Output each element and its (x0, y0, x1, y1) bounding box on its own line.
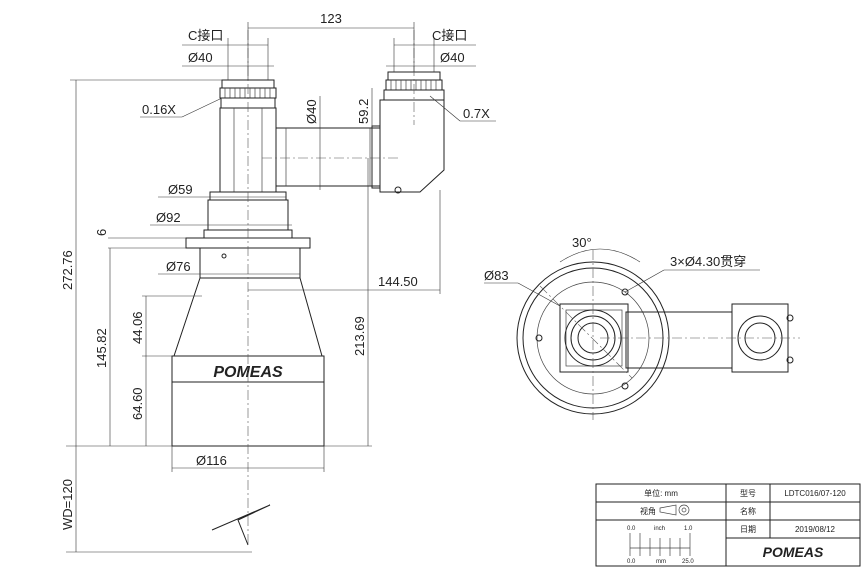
dia92-label: Ø92 (156, 210, 181, 225)
left-knurl-lines (224, 88, 271, 98)
top-arm (625, 311, 733, 369)
dimensions: 123 C接口 Ø40 C接口 Ø40 0.16X 0.7X Ø40 59.2 … (60, 11, 496, 553)
projection-symbol-icon (659, 504, 690, 516)
scale-top-0: 0.0 (627, 526, 636, 532)
dim-64-60: 64.60 (130, 387, 145, 420)
scale-top-1: 1.0 (684, 526, 693, 532)
outer-circle (516, 261, 670, 415)
holes-label: 3×Ø4.30贯穿 (670, 254, 746, 269)
wd-label: WD=120 (60, 479, 75, 530)
wd-zigzag (211, 504, 271, 546)
c-mount-left-label: C接口 (188, 28, 223, 43)
mag-016x-label: 0.16X (142, 102, 176, 117)
dia116-label: Ø116 (196, 453, 227, 468)
hole-2 (621, 382, 629, 390)
dia40-right-label: Ø40 (440, 50, 465, 65)
top-square (559, 303, 629, 373)
dia83-label: Ø83 (484, 268, 509, 283)
top-view: 30° 3×Ø4.30贯穿 Ø83 (484, 235, 800, 420)
dim-6: 6 (94, 229, 109, 236)
horizontal-tube (275, 127, 381, 187)
scale-bot-0: 0.0 (627, 559, 636, 565)
dim-44-06: 44.06 (130, 311, 145, 344)
date-value: 2019/08/12 (795, 525, 836, 534)
scale-bot-unit: mm (656, 559, 666, 565)
c-mount-right-label: C接口 (432, 28, 467, 43)
hole-1 (621, 288, 629, 296)
dia76-label: Ø76 (166, 259, 191, 274)
dim-145-82: 145.82 (94, 328, 109, 368)
dia40-left-label: Ø40 (188, 50, 213, 65)
dia76-section (199, 247, 301, 279)
right-prism-body (379, 99, 445, 193)
model-value: LDTC016/07-120 (784, 489, 846, 498)
hole-3 (535, 334, 543, 342)
dim-213-69: 213.69 (352, 316, 367, 356)
side-view: POMEAS (171, 30, 445, 546)
scale-ruler: 0.0 inch 1.0 0.0 mm 25.0 (627, 526, 694, 565)
view-angle-label: 视角 (640, 506, 656, 516)
title-block: 单位: mm 型号 LDTC016/07-120 视角 名称 日期 2019/0… (595, 483, 861, 567)
right-knurl-lines (390, 80, 437, 90)
side-screw (221, 253, 227, 259)
mag-07x-label: 0.7X (463, 106, 490, 121)
dim-123: 123 (320, 11, 342, 26)
angle-30: 30° (572, 235, 592, 250)
title-block-logo: POMEAS (763, 544, 824, 560)
dia40-tube-label: Ø40 (304, 99, 319, 124)
date-label: 日期 (740, 525, 756, 534)
scale-bot-25: 25.0 (682, 559, 694, 565)
dim-144-50: 144.50 (378, 274, 418, 289)
name-label: 名称 (740, 506, 756, 516)
dia59-label: Ø59 (168, 182, 193, 197)
dim-59-2: 59.2 (356, 99, 371, 124)
dim-272-76: 272.76 (60, 250, 75, 290)
unit-label: 单位: mm (644, 488, 678, 498)
prism-screw (394, 186, 402, 194)
scale-top-unit: inch (654, 526, 665, 532)
prism-joint (371, 125, 381, 189)
model-label: 型号 (740, 489, 756, 498)
